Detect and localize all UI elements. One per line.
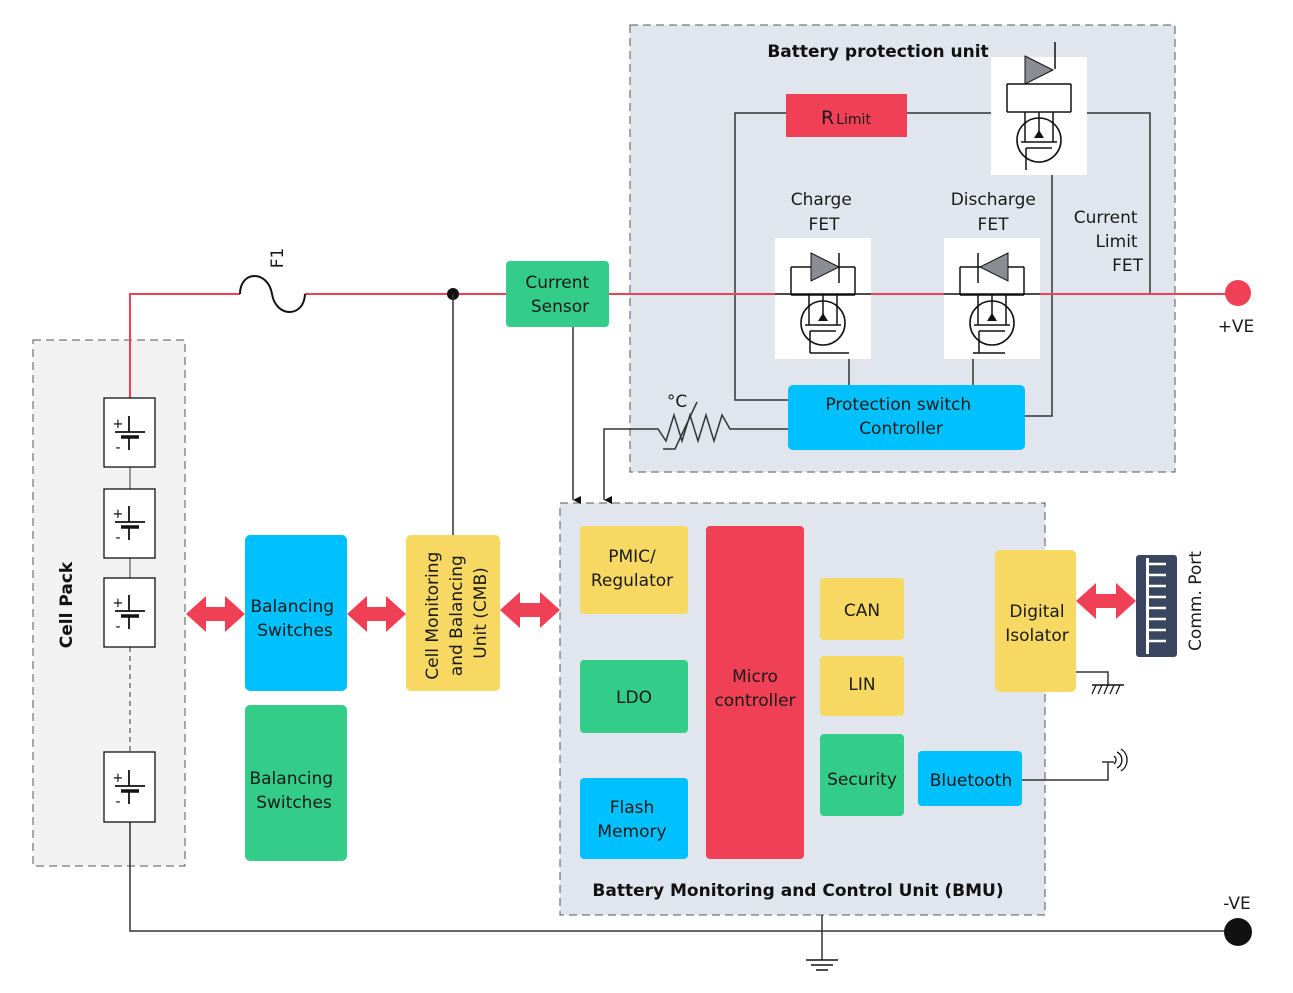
svg-text:+: + [113,596,124,611]
balancing-switches-1 [245,535,347,691]
negative-terminal-label: -VE [1223,894,1251,914]
mosfet-icon [959,252,1025,354]
cell-monitoring-balancing-unit [406,535,500,691]
svg-text:-: - [115,530,120,546]
bmu-title: Battery Monitoring and Control Unit (BMU… [592,881,1003,901]
digital-isolator [995,550,1076,692]
cell-pack-title: Cell Pack [57,561,77,648]
negative-rail [129,822,1238,932]
ldo-label: LDO [616,688,652,708]
svg-text:-: - [115,794,120,810]
bidirectional-arrow [186,596,245,632]
svg-text:+: + [113,507,124,522]
security-label: Security [827,770,897,790]
balancing-switches-1-label: Balancing Switches [250,597,339,641]
svg-text:+: + [113,771,124,786]
can [820,578,904,640]
comm-port-label: Comm. Port [1186,551,1206,651]
can-label: CAN [844,601,880,621]
antenna-icon [1022,748,1128,781]
bluetooth [918,751,1022,806]
limit-fet-gate-wire [1025,160,1053,417]
cmb-label: Cell Monitoring and Balancing Unit (CMB) [423,546,491,680]
security [820,734,904,816]
current-sensor [506,261,609,327]
bidirectional-arrow [347,596,406,632]
protection-unit-title: Battery protection unit [767,42,988,62]
lin [820,656,904,716]
battery-cell: +- [103,751,156,823]
current-limit-fet-label: Current Limit FET [1074,208,1144,276]
bidirectional-arrow [1076,583,1136,619]
protection-switch-controller [788,385,1025,450]
positive-terminal [1225,280,1251,306]
battery-cell: +- [103,488,156,559]
rlimit-to-controller-wire [734,112,788,401]
pmic-regulator [580,526,688,614]
ground-icon [806,915,838,971]
balancing-switches-2-label: Balancing Switches [249,769,338,813]
positive-terminal-label: +VE [1218,317,1255,337]
fuse-icon [239,275,306,313]
svg-text:+: + [113,417,124,432]
chassis-ground-icon [1076,671,1124,695]
balancing-switches-2 [245,705,347,861]
fuse-label: F1 [268,248,288,269]
current-sensor-label: Current Sensor [525,273,594,317]
controller-label: Protection switch Controller [825,395,976,439]
r-limit-resistor [786,94,907,137]
rlimit-to-limit-fet-wire [907,112,1151,294]
comm-port-icon [1136,555,1177,657]
discharge-fet-label: Discharge FET [951,190,1042,235]
svg-text:-: - [115,619,120,635]
bluetooth-label: Bluetooth [930,771,1013,791]
flash-memory [580,778,688,859]
pmic-label: PMIC/Regulator [591,547,673,591]
positive-rail [129,293,240,398]
negative-terminal [1224,918,1252,946]
svg-text:-: - [115,440,120,456]
battery-cell: +- [103,577,156,648]
ldo [580,660,688,733]
lin-label: LIN [848,675,875,695]
charge-fet-label: Charge FET [791,190,857,235]
mosfet-icon [1006,42,1072,171]
thermistor-label: °C [667,392,687,412]
battery-cell: +- [103,397,156,468]
microcontroller [706,526,804,859]
bidirectional-arrow [500,592,560,628]
mosfet-icon [790,252,856,354]
thermistor-icon [603,412,788,504]
